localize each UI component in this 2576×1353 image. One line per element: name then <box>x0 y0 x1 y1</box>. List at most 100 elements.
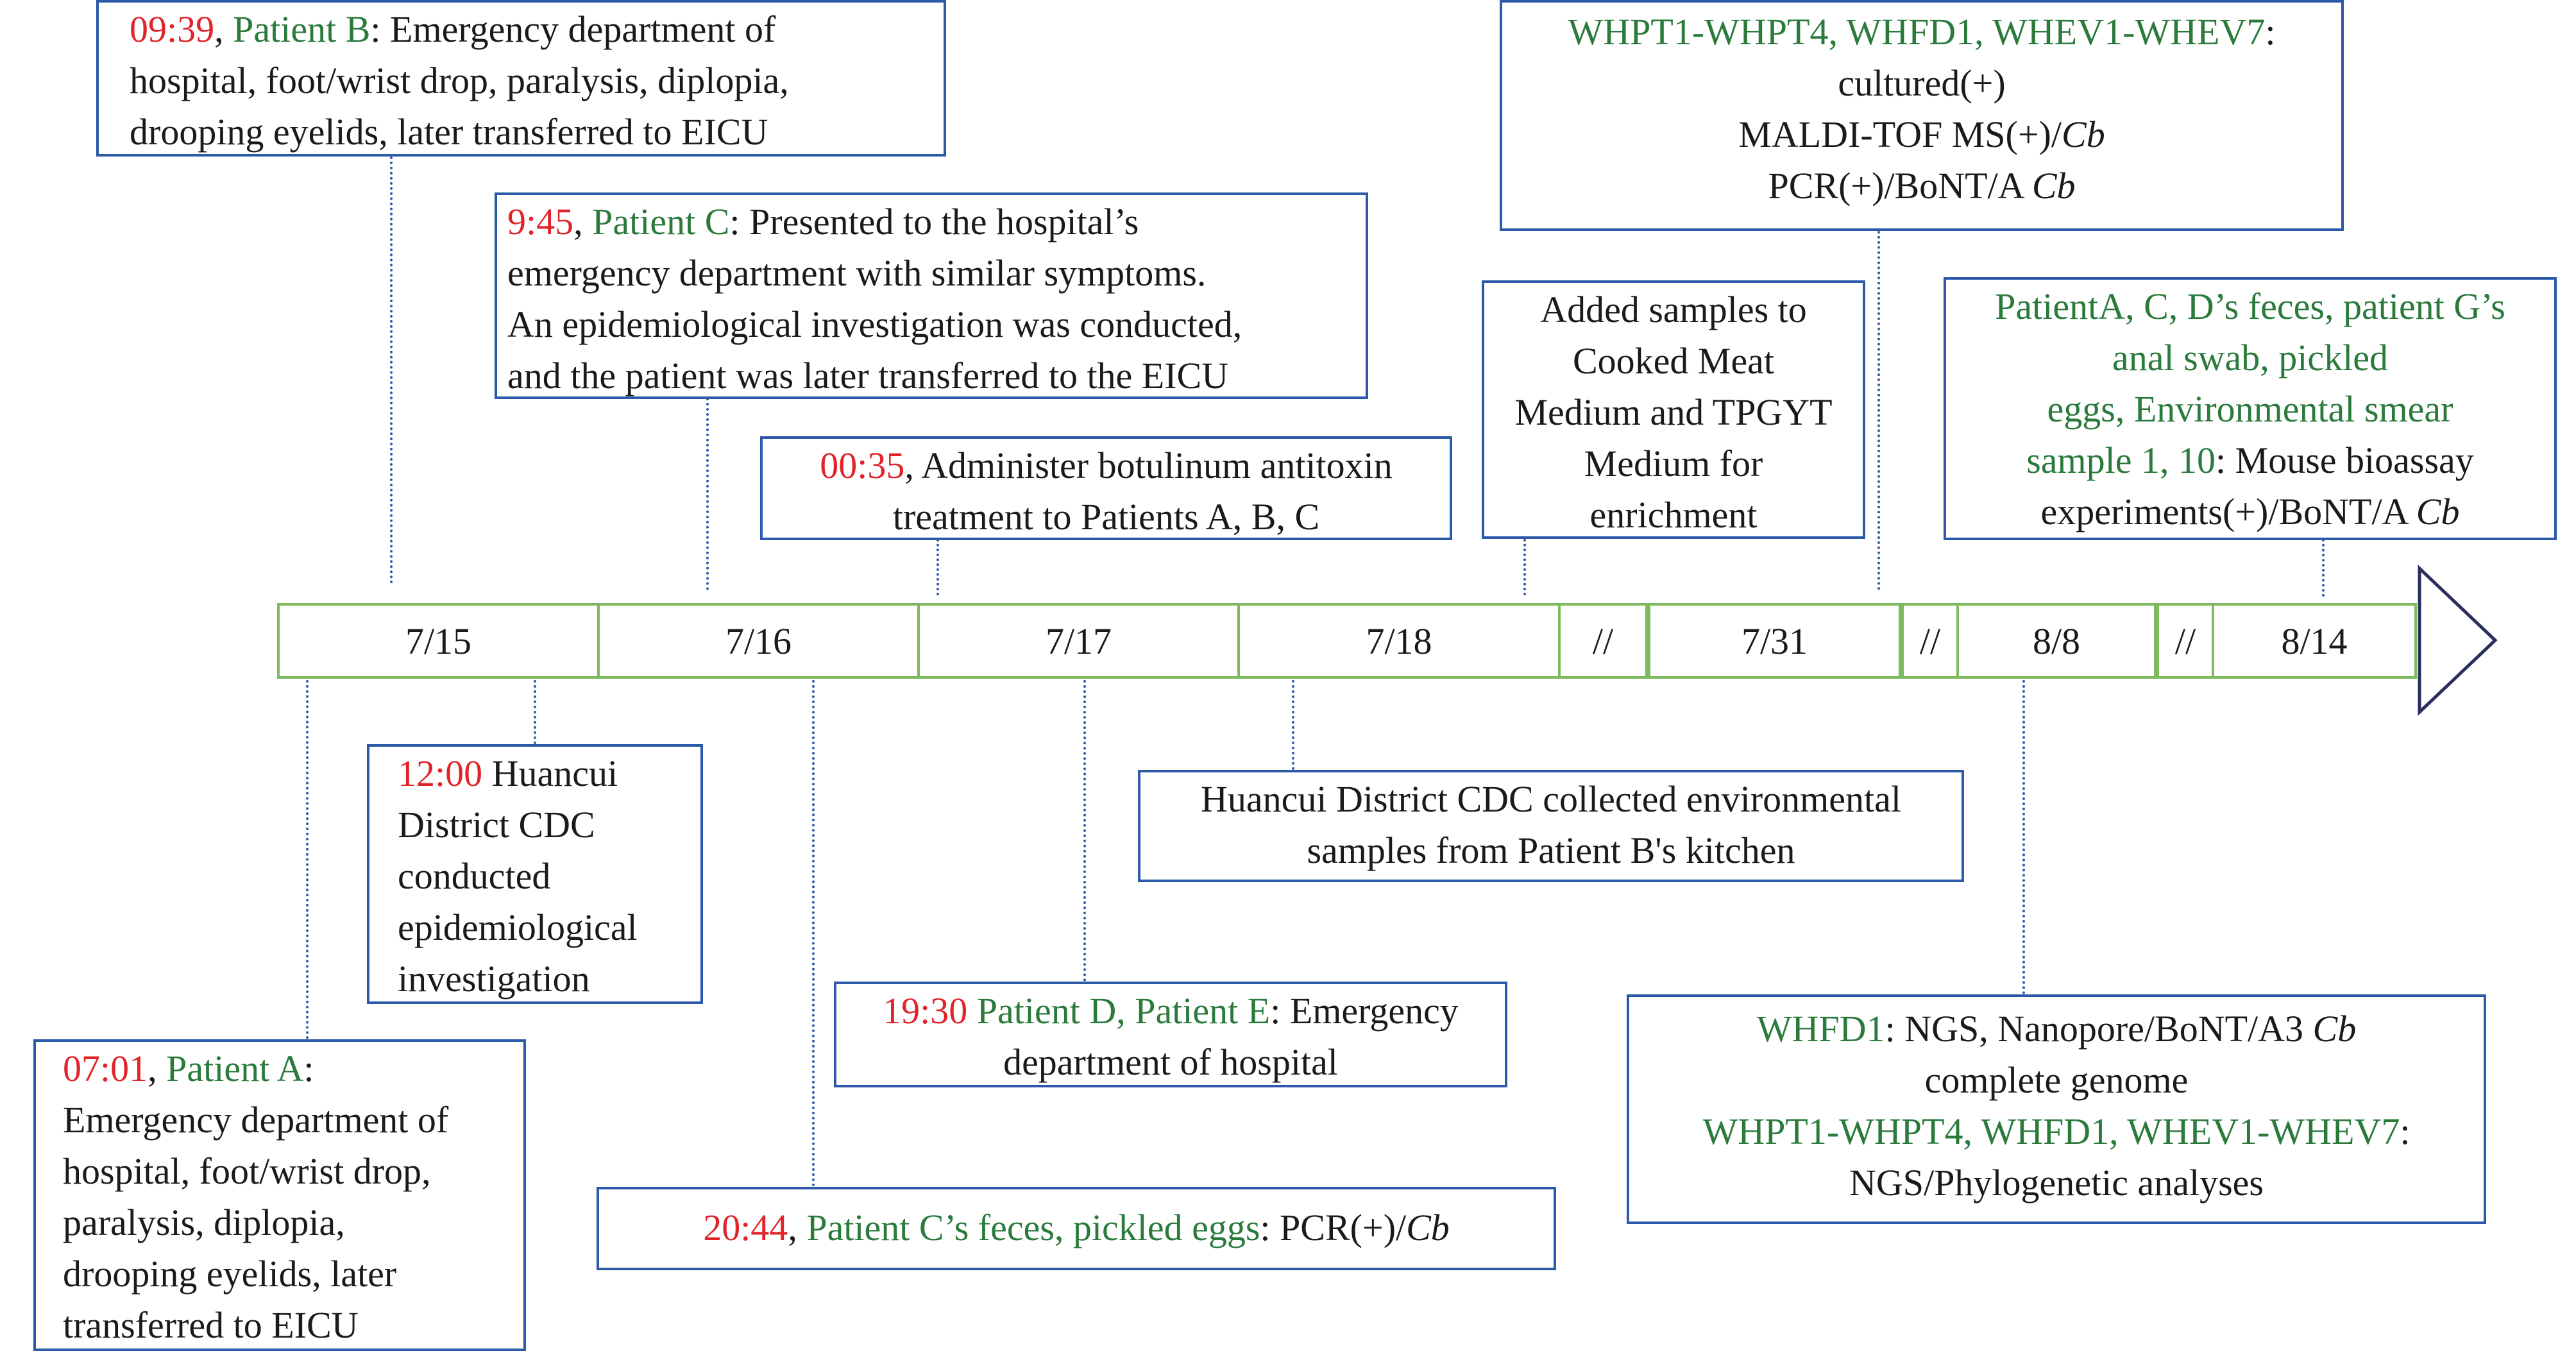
timeline-date-7-17: 7/17 <box>917 603 1240 679</box>
patient-name: Patient B <box>233 8 371 50</box>
separator: : <box>2265 11 2276 53</box>
event-text: and the patient was later transferred to… <box>507 355 1229 396</box>
separator: : <box>729 201 750 243</box>
sample-list: PatientA, C, D’s feces, patient G’s <box>1995 285 2505 327</box>
event-genome: WHFD1: NGS, Nanopore/BoNT/A3 Cb complete… <box>1627 994 2486 1224</box>
event-text: investigation <box>398 958 590 1000</box>
event-time: 20:44 <box>703 1207 788 1248</box>
event-time: 07:01 <box>63 1048 148 1089</box>
event-patient-de: 19:30 Patient D, Patient E: Emergency de… <box>834 982 1507 1087</box>
patient-name: Patient A <box>166 1048 304 1089</box>
event-text: drooping eyelids, later transferred to E… <box>130 111 768 153</box>
timeline-date-8-8: 8/8 <box>1956 603 2157 679</box>
timeline-date-7-31: 7/31 <box>1648 603 1901 679</box>
event-text: hospital, foot/wrist drop, paralysis, di… <box>130 60 789 101</box>
event-text: emergency department with similar sympto… <box>507 252 1207 294</box>
event-text: Medium for <box>1584 443 1763 484</box>
event-text: PCR(+)/BoNT/A <box>1768 165 2032 207</box>
timeline-break: // <box>1901 603 1959 679</box>
event-text: treatment to Patients A, B, C <box>892 496 1320 538</box>
connector-line <box>812 680 815 1187</box>
event-text: Emergency department of <box>63 1099 449 1141</box>
connector-line <box>306 680 309 1039</box>
connector-line <box>390 157 393 584</box>
event-cultured: WHPT1-WHPT4, WHFD1, WHEV1-WHEV7: culture… <box>1500 0 2344 231</box>
event-cdc-investigation: 12:00 Huancui District CDC conducted epi… <box>367 744 703 1004</box>
separator: , <box>148 1048 167 1089</box>
strain-list: WHPT1-WHPT4, WHFD1, WHEV1-WHEV7 <box>1568 11 2266 53</box>
event-text: : Emergency <box>1270 990 1459 1032</box>
event-text: epidemiological <box>398 906 638 948</box>
patient-name: Patient C <box>592 201 730 243</box>
patient-name: Patient D, Patient E <box>967 990 1271 1032</box>
event-patient-c: 9:45, Patient C: Presented to the hospit… <box>495 192 1368 399</box>
event-bioassay: PatientA, C, D’s feces, patient G’s anal… <box>1944 277 2557 540</box>
strain-list: WHPT1-WHPT4, WHFD1, WHEV1-WHEV7 <box>1702 1110 2400 1152</box>
species-abbrev: Cb <box>2062 114 2105 155</box>
separator: , <box>788 1207 807 1248</box>
timeline-date-7-15: 7/15 <box>277 603 600 679</box>
event-text: , Administer botulinum antitoxin <box>904 445 1393 486</box>
event-text: Presented to the hospital’s <box>749 201 1139 243</box>
event-time: 19:30 <box>883 990 968 1032</box>
event-text: Emergency department of <box>390 8 776 50</box>
event-text: hospital, foot/wrist drop, <box>63 1150 431 1192</box>
event-text: NGS/Phylogenetic analyses <box>1849 1162 2264 1204</box>
separator: : <box>2400 1110 2411 1152</box>
event-text: experiments(+)/BoNT/A <box>2040 491 2416 532</box>
sample-list: sample 1, 10 <box>2026 439 2216 481</box>
timeline-break: // <box>1558 603 1648 679</box>
event-text: : PCR(+)/ <box>1260 1207 1407 1248</box>
event-text: Medium and TPGYT <box>1514 391 1833 433</box>
connector-line <box>706 398 709 590</box>
event-text: enrichment <box>1589 494 1758 536</box>
separator: , <box>573 201 593 243</box>
connector-line <box>1877 231 1880 590</box>
separator: : <box>370 8 391 50</box>
event-text: MALDI-TOF MS(+)/ <box>1738 114 2062 155</box>
event-text: : NGS, Nanopore/BoNT/A3 <box>1885 1008 2313 1050</box>
event-antitoxin: 00:35, Administer botulinum antitoxin tr… <box>760 436 1452 540</box>
connector-line <box>1523 539 1526 595</box>
event-pcr-feces: 20:44, Patient C’s feces, pickled eggs: … <box>597 1187 1556 1270</box>
event-text: transferred to EICU <box>63 1304 359 1346</box>
event-time: 12:00 <box>398 753 483 794</box>
event-patient-a: 07:01, Patient A: Emergency department o… <box>33 1039 526 1351</box>
species-abbrev: Cb <box>2312 1008 2357 1050</box>
event-time: 09:39 <box>130 8 215 50</box>
event-text: An epidemiological investigation was con… <box>507 303 1242 345</box>
species-abbrev: Cb <box>1406 1207 1450 1248</box>
species-abbrev: Cb <box>2416 491 2460 532</box>
timeline-date-7-16: 7/16 <box>597 603 920 679</box>
event-text: Added samples to <box>1540 289 1807 330</box>
event-text: Cooked Meat <box>1572 340 1775 382</box>
event-cdc-environment: Huancui District CDC collected environme… <box>1138 770 1964 882</box>
connector-line <box>1292 680 1294 770</box>
connector-line <box>534 680 536 744</box>
connector-line <box>2322 539 2325 597</box>
timeline-break: // <box>2157 603 2214 679</box>
event-patient-b: 09:39, Patient B: Emergency department o… <box>96 0 946 157</box>
timeline-date-8-14: 8/14 <box>2212 603 2417 679</box>
event-text: : Mouse bioassay <box>2216 439 2474 481</box>
separator: : <box>303 1048 314 1089</box>
connector-line <box>2022 680 2025 994</box>
sample-list: anal swab, pickled <box>2112 337 2388 379</box>
event-text: department of hospital <box>1003 1041 1338 1083</box>
timeline-date-7-18: 7/18 <box>1237 603 1561 679</box>
event-time: 9:45 <box>507 201 574 243</box>
event-text: paralysis, diplopia, <box>63 1202 345 1243</box>
connector-line <box>1083 680 1086 982</box>
event-text: drooping eyelids, later <box>63 1253 397 1295</box>
event-text: cultured(+) <box>1838 62 2006 104</box>
event-text: samples from Patient B's kitchen <box>1307 830 1795 871</box>
connector-line <box>936 539 939 595</box>
strain-list: WHFD1 <box>1756 1008 1885 1050</box>
species-abbrev: Cb <box>2031 165 2076 207</box>
arrow-head <box>2418 565 2498 716</box>
sample-list: eggs, Environmental smear <box>2047 388 2453 430</box>
event-text: conducted <box>398 855 551 897</box>
event-time: 00:35 <box>820 445 905 486</box>
event-enrichment: Added samples to Cooked Meat Medium and … <box>1482 280 1865 539</box>
